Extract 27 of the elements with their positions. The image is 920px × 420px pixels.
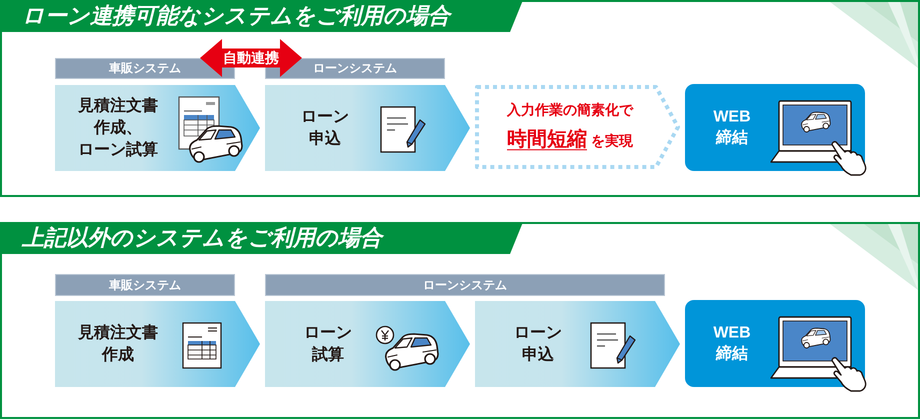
step-label: 見積注文書作成 <box>76 322 159 365</box>
step-label: WEB締結 <box>712 106 752 148</box>
system-label: ローンシステム <box>313 61 397 76</box>
benefit-text: 入力作業の簡素化で時間短縮を実現 <box>506 100 634 152</box>
edge-label: 自動連携 <box>223 50 279 66</box>
step-label: ローン申込 <box>300 107 350 149</box>
system-label: ローンシステム <box>423 278 507 292</box>
system-band <box>265 274 665 296</box>
process-step <box>265 85 470 171</box>
section-panel <box>0 222 920 419</box>
step-label: ローン申込 <box>513 323 563 365</box>
section-title: ローン連携可能なシステムをご利用の場合 <box>0 0 523 32</box>
step-label: WEB締結 <box>712 322 752 364</box>
section-title: 上記以外のシステムをご利用の場合 <box>0 222 523 254</box>
system-label: 車販システム <box>109 278 181 292</box>
double-arrow <box>200 39 302 77</box>
process-step <box>265 301 470 387</box>
section-panel <box>0 0 920 197</box>
system-band <box>55 274 235 296</box>
process-step <box>55 301 260 387</box>
process-step <box>55 85 260 171</box>
step-label: ローン試算 <box>77 140 159 160</box>
system-label: 車販システム <box>109 61 181 76</box>
step-label: 見積注文書作成、 <box>76 96 159 138</box>
step-label: ローン試算 <box>303 323 353 365</box>
benefit-callout <box>475 85 680 169</box>
process-step <box>475 301 680 387</box>
